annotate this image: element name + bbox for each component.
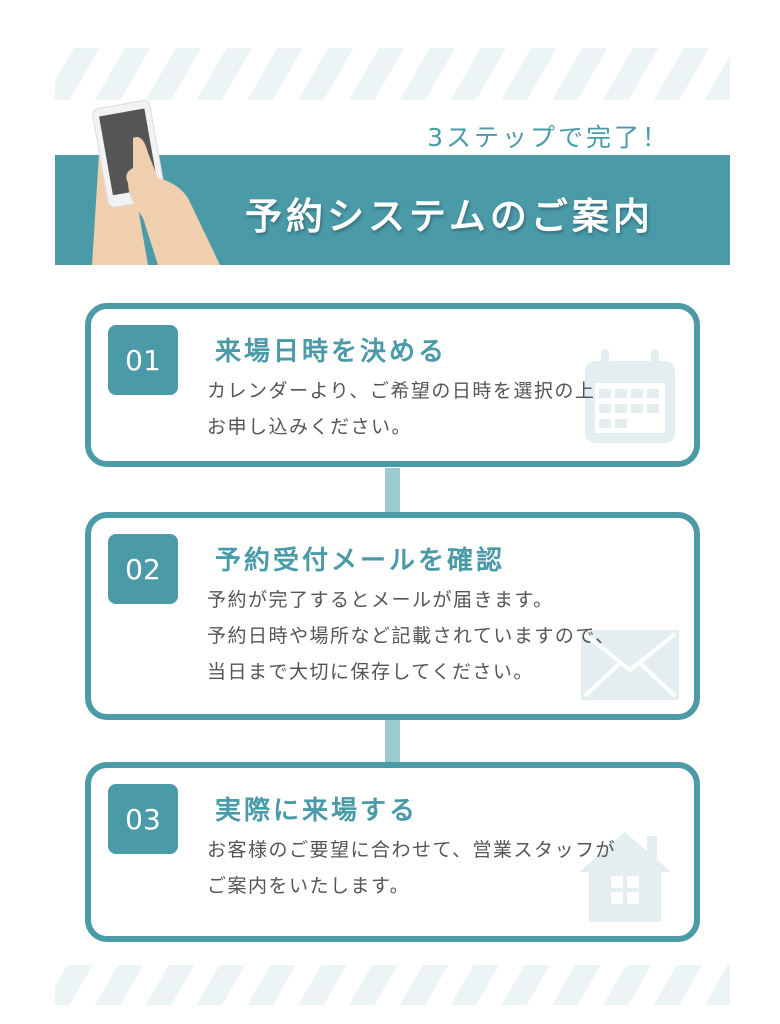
step-number-badge: 01 <box>108 325 178 395</box>
step-connector <box>385 468 400 514</box>
calendar-icon <box>585 349 675 443</box>
step-description: お客様のご要望に合わせて、営業スタッフが ご案内をいたします。 <box>207 839 617 897</box>
step-heading: 予約受付メールを確認 <box>215 546 506 576</box>
step-heading: 来場日時を決める <box>215 337 448 367</box>
step-card-2: 02 予約受付メールを確認 予約が完了するとメールが届きます。 予約日時や場所な… <box>85 512 700 720</box>
header-subtitle: 3ステップで完了！ <box>427 123 670 152</box>
step-card-1: 01 来場日時を決める カレンダーより、ご希望の日時を選択の上 お申し込みくださ… <box>85 303 700 467</box>
step-number-badge: 02 <box>108 534 178 604</box>
envelope-icon <box>581 630 679 700</box>
page-title: 予約システムのご案内 <box>245 195 654 238</box>
step-number-badge: 03 <box>108 784 178 854</box>
step-description: カレンダーより、ご希望の日時を選択の上 お申し込みください。 <box>207 380 596 438</box>
step-card-3: 03 実際に来場する お客様のご要望に合わせて、営業スタッフが ご案内をいたしま… <box>85 762 700 942</box>
step-description: 予約が完了するとメールが届きます。 予約日時や場所など記載されていますので、 当… <box>207 589 616 683</box>
house-icon <box>579 832 671 922</box>
stripe-decoration-top <box>55 48 730 100</box>
step-heading: 実際に来場する <box>215 796 419 826</box>
stripe-decoration-bottom <box>55 965 730 1005</box>
step-connector <box>385 720 400 764</box>
hand-phone-illustration <box>92 100 220 265</box>
